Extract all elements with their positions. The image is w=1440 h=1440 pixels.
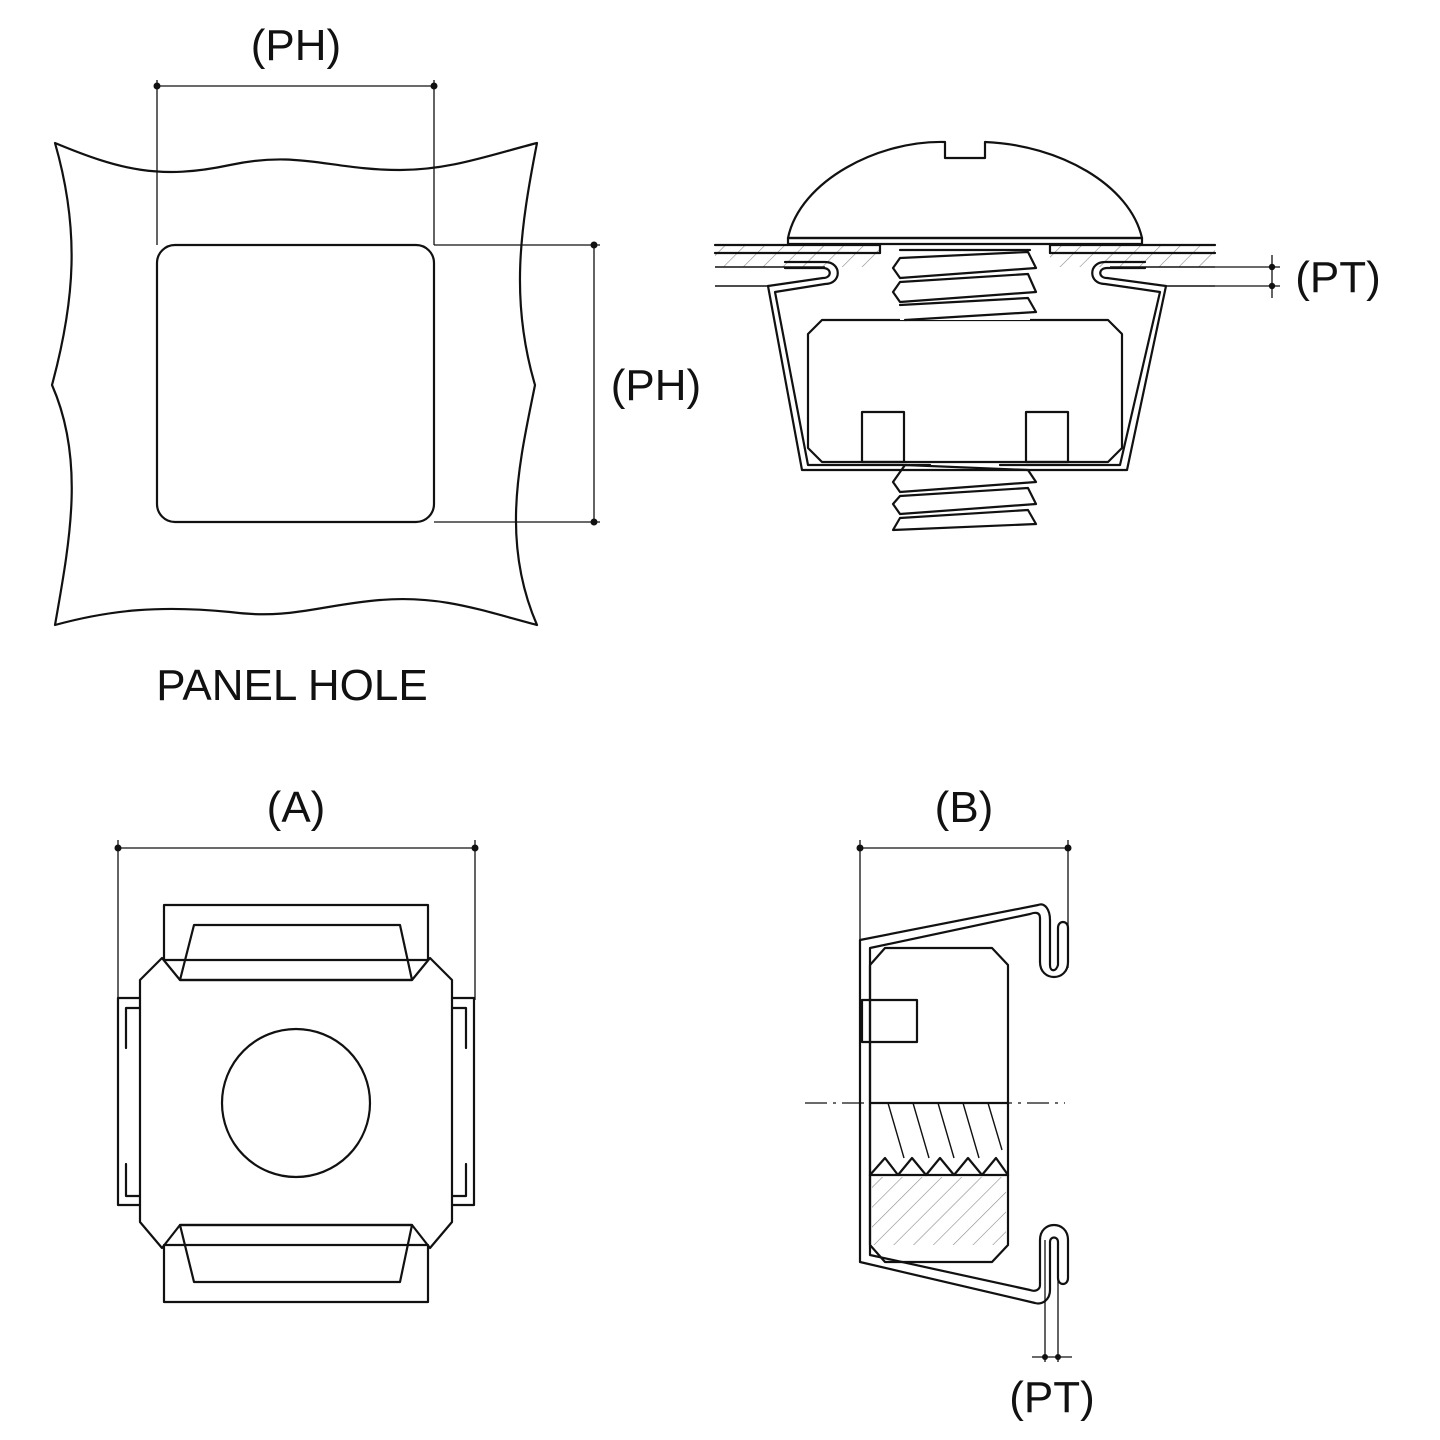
ph-height-dimension <box>434 241 600 526</box>
assembly-section-view: (PT) <box>713 140 1381 532</box>
top-clip-window <box>178 923 414 982</box>
cage-clip-right <box>998 260 1162 467</box>
top-clip <box>162 903 430 962</box>
ph-width-label: (PH) <box>251 21 341 70</box>
bottom-clip-window <box>178 1223 414 1284</box>
cage-clip-left-inner <box>766 266 831 288</box>
view-b-label: (B) <box>935 783 994 832</box>
view-b-nut-body <box>868 946 1010 1264</box>
view-b: (B) (PT) <box>805 783 1095 1422</box>
pt-label-view-b: (PT) <box>1009 1373 1095 1422</box>
ph-height-label: (PH) <box>611 361 701 410</box>
view-b-threads <box>868 1101 1010 1177</box>
threaded-hole <box>220 1027 372 1179</box>
view-a-width-dimension <box>114 840 479 1000</box>
square-nut <box>806 318 1124 464</box>
view-a-nut-body <box>138 956 454 1250</box>
screw-thread-upper <box>891 248 1038 322</box>
view-b-hatch <box>872 1177 1006 1245</box>
pt-label-assembly: (PT) <box>1295 253 1381 302</box>
nut-tab-right <box>1024 410 1070 464</box>
screw-head <box>786 140 1144 240</box>
bottom-clip <box>162 1243 430 1304</box>
screw-flange <box>786 236 1144 246</box>
right-side-tab-inner <box>450 1006 468 1198</box>
right-side-tab <box>450 996 476 1207</box>
left-side-tab <box>116 996 142 1207</box>
square-hole <box>155 243 436 524</box>
view-a: (A) <box>114 783 479 1304</box>
cage-profile-outer <box>858 903 1070 1305</box>
panel-hole-caption: PANEL HOLE <box>156 661 427 710</box>
pt-dimension-view-b <box>1032 1240 1072 1362</box>
nut-tab-left <box>860 410 906 464</box>
view-b-nut-tab <box>860 998 919 1044</box>
cage-clip-left <box>773 260 932 467</box>
ph-width-dimension <box>153 80 438 245</box>
panel-section <box>713 243 1217 287</box>
view-a-label: (A) <box>267 783 326 832</box>
left-side-tab-inner <box>124 1006 142 1198</box>
panel-outline <box>50 141 539 627</box>
cage-clip-right-inner <box>766 266 1168 472</box>
screw-thread-lower <box>891 463 1038 532</box>
panel-hole-view: (PH) (PH) PANEL HOLE <box>50 21 701 710</box>
pt-dimension-assembly <box>1215 255 1280 298</box>
